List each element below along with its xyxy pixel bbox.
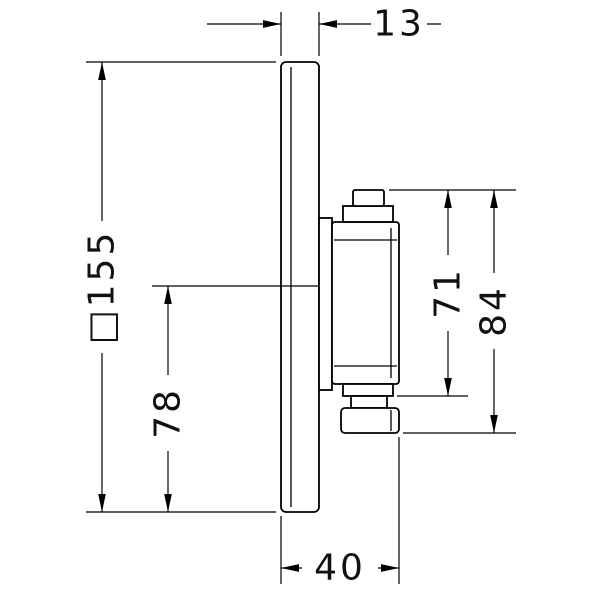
handle-bottom-step: [342, 383, 394, 397]
thermostat-handle-side-view: [318, 189, 400, 434]
escutcheon-plate-outline: [280, 61, 320, 513]
dimension-label-total-depth: 40: [314, 548, 366, 589]
dimension-label-background: [428, 255, 468, 331]
dimension-label-background: [302, 549, 378, 587]
dimension-plate-depth: 13: [207, 4, 441, 56]
handle-top-step: [342, 205, 394, 223]
dimension-label-handle-height: 71: [428, 267, 469, 319]
dimension-label-plate-depth: 13: [373, 4, 425, 45]
handle-base-ring: [318, 217, 333, 391]
dimension-label-plate-size: □155: [82, 230, 123, 345]
dimension-lower-section-height: 78: [148, 285, 318, 512]
lower-handle-body: [340, 407, 400, 434]
escutcheon-plate-side-view: [280, 61, 320, 513]
dimension-label-background: [371, 5, 427, 43]
dimension-label-background: [474, 273, 514, 349]
dimension-handle-total-height: 84: [403, 190, 516, 434]
dimension-total-depth: 40: [280, 437, 400, 589]
dimension-label-background: [148, 375, 188, 451]
handle-body: [331, 221, 400, 385]
handle-top-cap: [352, 189, 385, 207]
dimension-plate-size: □155: [82, 61, 276, 513]
lower-handle-neck: [350, 395, 388, 409]
dimension-handle-height: 71: [389, 189, 516, 397]
dimension-label-lower-section-height: 78: [148, 387, 189, 439]
dimension-label-handle-total-height: 84: [474, 285, 515, 337]
dimension-label-background: [82, 221, 122, 353]
